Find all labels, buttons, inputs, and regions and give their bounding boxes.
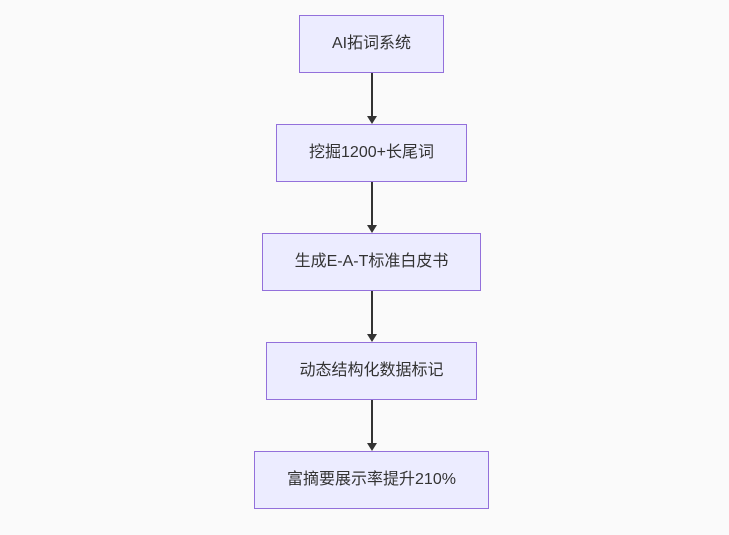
flow-node-label: 挖掘1200+长尾词 <box>309 144 434 161</box>
flow-node-rich-snippet-result: 富摘要展示率提升210% <box>254 451 489 509</box>
arrowhead-down-icon <box>366 334 377 342</box>
flow-node-ai-system: AI拓词系统 <box>298 15 445 73</box>
arrow-line <box>370 73 373 116</box>
arrowhead-down-icon <box>366 443 377 451</box>
flow-node-label: 富摘要展示率提升210% <box>287 471 456 488</box>
arrow-line <box>370 400 373 443</box>
arrowhead-down-icon <box>366 225 377 233</box>
arrow-connector <box>366 291 377 342</box>
arrow-line <box>370 182 373 225</box>
flow-node-label: 动态结构化数据标记 <box>299 362 444 379</box>
flow-node-structured-data: 动态结构化数据标记 <box>266 342 477 400</box>
flow-node-label: AI拓词系统 <box>331 35 412 52</box>
flowchart-canvas: AI拓词系统 挖掘1200+长尾词 生成E-A-T标准白皮书 动态结构化数据标记… <box>7 0 729 535</box>
arrow-connector <box>366 182 377 233</box>
arrow-connector <box>366 400 377 451</box>
flow-node-eat-whitepaper: 生成E-A-T标准白皮书 <box>261 233 482 291</box>
arrowhead-down-icon <box>366 116 377 124</box>
flow-node-longtail-keywords: 挖掘1200+长尾词 <box>276 124 467 182</box>
arrow-connector <box>366 73 377 124</box>
flow-node-label: 生成E-A-T标准白皮书 <box>294 253 449 270</box>
arrow-line <box>370 291 373 334</box>
